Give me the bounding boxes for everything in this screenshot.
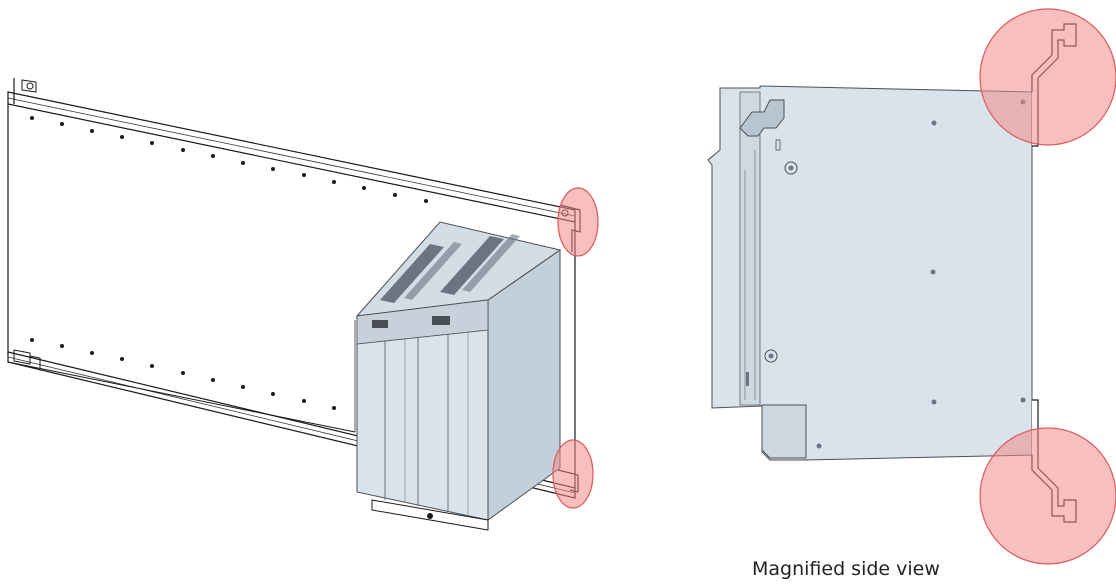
side-view-caption: Magnified side view	[752, 558, 940, 580]
highlight-top-left-figure	[557, 187, 599, 257]
side-view	[707, 23, 1077, 523]
highlight-top-side-view	[979, 8, 1116, 146]
highlight-bottom-side-view	[979, 427, 1116, 565]
highlight-bottom-left-figure	[552, 439, 594, 509]
drive-units	[355, 221, 562, 531]
